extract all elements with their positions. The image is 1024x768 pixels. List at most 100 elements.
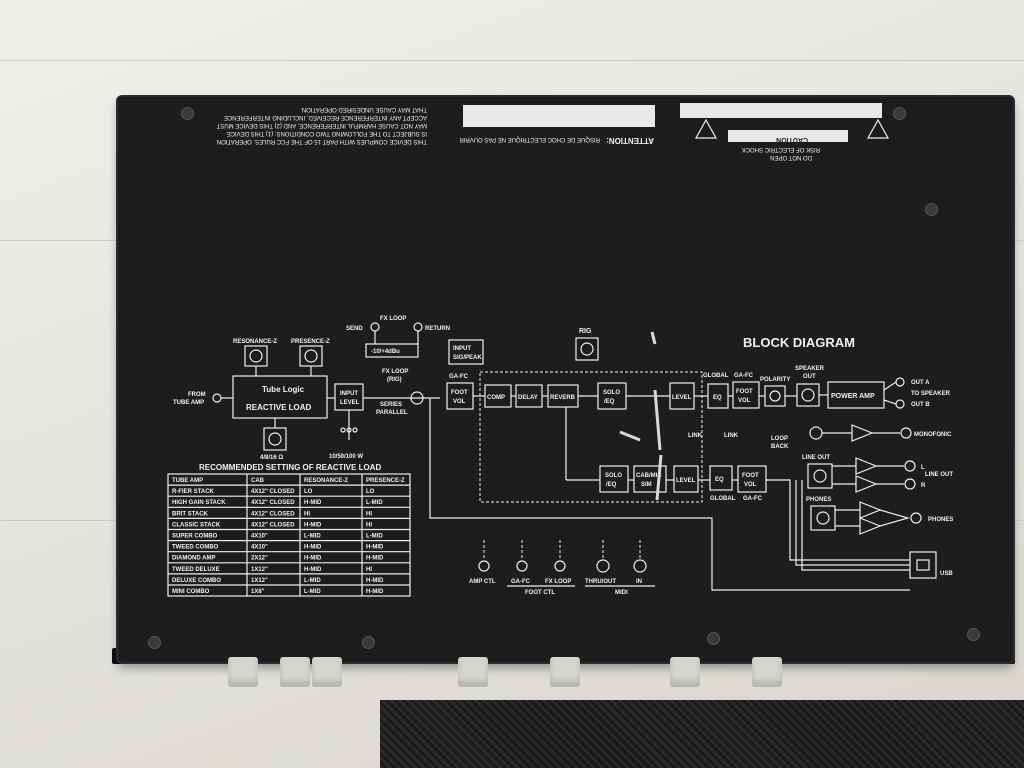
table-cell: HI bbox=[366, 511, 372, 517]
return-jack-icon bbox=[413, 322, 423, 332]
table-cell: BRIT STACK bbox=[172, 511, 209, 517]
table-cell: H-MID bbox=[304, 500, 322, 506]
resonance-knob-box bbox=[244, 345, 268, 367]
screw bbox=[707, 632, 720, 645]
power-amp-label: POWER AMP bbox=[831, 393, 875, 400]
foot-vol-label: VOL bbox=[738, 398, 751, 404]
eq-label: EQ bbox=[715, 477, 724, 483]
table-header-cell: PRESENCE-Z bbox=[366, 478, 405, 484]
attention-notice: ATTENTION: RISQUE DE CHOC ELECTRIQUE NE … bbox=[459, 136, 654, 145]
series-label: SERIES bbox=[380, 402, 402, 408]
amp-triangle-icon bbox=[859, 501, 882, 519]
fx-loop-label: FX LOOP bbox=[380, 316, 406, 322]
phones-knob-box bbox=[810, 505, 836, 531]
midi-in-jack-icon bbox=[633, 559, 647, 573]
table-cell: L-MID bbox=[304, 589, 321, 595]
parallel-label: PARALLEL bbox=[376, 410, 408, 416]
table-cell: HIGH GAIN STACK bbox=[172, 500, 226, 506]
fcc-notice: THIS DEVICE COMPLIES WITH PART 15 OF THE… bbox=[216, 106, 427, 144]
send-jack-icon bbox=[370, 322, 380, 332]
knob bbox=[458, 657, 488, 687]
input-level-label: INPUT bbox=[340, 391, 358, 397]
cab-mic-label: SIM bbox=[641, 482, 652, 488]
table-cell: H-MID bbox=[304, 522, 322, 528]
table-cell: H-MID bbox=[304, 567, 322, 573]
solo-eq-label: SOLO bbox=[603, 390, 620, 396]
loop-back-label: BACK bbox=[771, 444, 789, 450]
presence-knob-icon bbox=[304, 349, 318, 363]
carpet bbox=[380, 700, 1024, 768]
amp-triangle-icon bbox=[855, 475, 878, 493]
usb-label: USB bbox=[940, 571, 953, 577]
from-tube-amp-label: FROM bbox=[188, 392, 206, 398]
rig-knob-icon bbox=[580, 342, 594, 356]
screw bbox=[181, 107, 194, 120]
input-sig-block bbox=[448, 339, 484, 365]
phones-out-label: PHONES bbox=[928, 517, 953, 523]
out-b-jack-icon bbox=[895, 399, 905, 409]
table-cell: TWEED DELUXE bbox=[172, 567, 220, 573]
table-cell: 1X12" bbox=[251, 567, 268, 573]
usb-port-box bbox=[909, 551, 937, 579]
reactive-load-label: REACTIVE LOAD bbox=[246, 403, 312, 412]
cab-mic-block bbox=[633, 465, 667, 493]
solo-eq-label: /EQ bbox=[606, 482, 617, 488]
resonance-label: RESONANCE-Z bbox=[233, 339, 277, 345]
diagram-title: BLOCK DIAGRAM bbox=[743, 335, 855, 350]
caution-sticker bbox=[728, 130, 848, 142]
rig-label: RIG bbox=[579, 328, 592, 335]
level-block-b bbox=[673, 465, 699, 493]
table-title: RECOMMENDED SETTING OF REACTIVE LOAD bbox=[199, 463, 381, 472]
summing-node-icon bbox=[410, 391, 424, 405]
ohm-label: 4/8/16 Ω bbox=[260, 455, 283, 461]
fcc-line: THIS DEVICE COMPLIES WITH PART 15 OF THE… bbox=[217, 138, 427, 144]
caution-text: DO NOT OPEN bbox=[770, 154, 812, 160]
table-cell: TWEED COMBO bbox=[172, 545, 219, 551]
table-cell: L-MID bbox=[304, 534, 321, 540]
screw bbox=[148, 636, 161, 649]
table-cell: CLASSIC STACK bbox=[172, 522, 221, 528]
knob bbox=[550, 657, 580, 687]
presence-label: PRESENCE-Z bbox=[291, 339, 330, 345]
floor-plank-line bbox=[0, 60, 1024, 61]
usb-icon bbox=[916, 559, 930, 571]
warning-sticker bbox=[463, 105, 655, 127]
in-label: IN bbox=[636, 579, 642, 585]
table-cell: H-MID bbox=[304, 545, 322, 551]
knob bbox=[752, 657, 782, 687]
screw bbox=[362, 636, 375, 649]
foot-vol-block-c bbox=[737, 465, 767, 493]
loop-back-label: LOOP bbox=[771, 436, 788, 442]
rig-knob-box bbox=[575, 337, 599, 361]
fx-loop-jack-label: FX LOOP bbox=[545, 579, 571, 585]
resonance-knob-icon bbox=[249, 349, 263, 363]
amp-triangle-icon bbox=[851, 424, 874, 442]
table-cell: H-MID bbox=[366, 578, 384, 584]
monofonic-jack-icon bbox=[900, 427, 912, 439]
line-out-l-jack-icon bbox=[904, 460, 916, 472]
table-cell: 1X8" bbox=[251, 589, 265, 595]
speaker-out-knob-icon bbox=[801, 388, 815, 402]
midi-thru-jack-icon bbox=[596, 559, 610, 573]
speaker-out-label: SPEAKER bbox=[795, 366, 825, 372]
wire bbox=[795, 480, 910, 566]
fx-loop-jack-icon bbox=[554, 560, 566, 572]
caution-text: RISK OF ELECTRIC SHOCK bbox=[742, 146, 820, 152]
table-cell: 2X12" bbox=[251, 556, 268, 562]
table-cell: H-MID bbox=[366, 589, 384, 595]
input-level-block bbox=[334, 383, 364, 411]
table-cell: HI bbox=[366, 567, 372, 573]
summing-node-icon bbox=[809, 426, 823, 440]
attention-heading: ATTENTION: bbox=[606, 136, 654, 145]
eq-block-b bbox=[709, 465, 733, 491]
switch-contact-icon bbox=[346, 427, 352, 433]
polarity-switch-icon bbox=[769, 390, 781, 402]
ga-fc-jack-label: GA-FC bbox=[511, 579, 531, 585]
table-cell: HI bbox=[366, 522, 372, 528]
watts-label: 10/50/100 W bbox=[329, 454, 363, 460]
link-label: LINK bbox=[688, 433, 703, 439]
table-cell: L-MID bbox=[304, 578, 321, 584]
wire bbox=[429, 398, 910, 591]
table-cell: H-MID bbox=[366, 556, 384, 562]
table-cell: L-MID bbox=[366, 534, 383, 540]
